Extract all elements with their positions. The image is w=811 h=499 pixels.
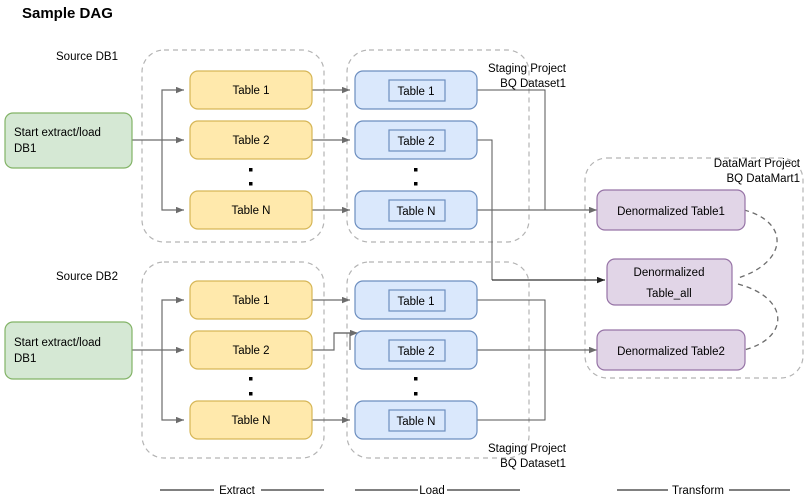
load-group-2-table-n-label: Table N: [397, 416, 436, 428]
edge-start1-to-tableN: [161, 140, 184, 214]
load-group-1-caption-line2: BQ Dataset1: [500, 78, 566, 90]
extract-group-1-table-2-label: Table 2: [232, 135, 269, 147]
load-group-2-table-1[interactable]: Table 1: [354, 280, 478, 320]
denormalized-table-all-line1: Denormalized: [634, 267, 705, 279]
load-group-1-ellipsis-dot-2: [414, 182, 418, 186]
load-group-2-ellipsis-dot-2: [414, 392, 418, 396]
extract-group-1-table-n[interactable]: Table N: [189, 190, 313, 230]
start-node-db1-top-line2: DB1: [14, 143, 36, 155]
load-group-1-table-1-label: Table 1: [397, 86, 434, 98]
load-group-2-table-n[interactable]: Table N: [354, 400, 478, 440]
source-db1-label: Source DB1: [56, 51, 118, 63]
phase-load: Load: [355, 485, 520, 497]
page-title: Sample DAG: [22, 5, 113, 22]
extract-group-1-table-n-label: Table N: [232, 205, 271, 217]
load-group-1-table-1[interactable]: Table 1: [354, 70, 478, 110]
phase-extract: Extract: [160, 485, 324, 497]
denormalized-table2-label: Denormalized Table2: [617, 346, 725, 358]
extract-group-2-table-1-label: Table 1: [232, 295, 269, 307]
extract-group-1-table-1-label: Table 1: [232, 85, 269, 97]
extract-group-2-table-2[interactable]: Table 2: [189, 330, 313, 370]
load-group-1-table-2[interactable]: Table 2: [354, 120, 478, 160]
extract-group-1-ellipsis-dot-2: [249, 182, 253, 186]
source-db2-label: Source DB2: [56, 271, 118, 283]
edge-e2t2-bend: [312, 332, 351, 351]
extract-group-2-table-n[interactable]: Table N: [189, 400, 313, 440]
phase-transform-label: Transform: [672, 485, 724, 497]
phase-extract-label: Extract: [219, 485, 256, 497]
extract-group-1-container: [141, 49, 325, 243]
denormalized-table2-node[interactable]: Denormalized Table2: [596, 329, 746, 371]
load-group-1-table-n[interactable]: Table N: [354, 190, 478, 230]
edge-denorm-table1-to-all: [737, 209, 778, 279]
extract-group-2-table-2-label: Table 2: [232, 345, 269, 357]
load-group-1-table-2-label: Table 2: [397, 136, 434, 148]
load-group-1-caption-line1: Staging Project: [488, 63, 567, 75]
datamart-container: [584, 157, 804, 379]
load-group-2-caption-line1: Staging Project: [488, 443, 567, 455]
edge-start2-to-tableN: [161, 350, 184, 424]
start-node-db1-bottom-line1: Start extract/load: [14, 337, 101, 349]
start-node-db1-bottom[interactable]: Start extract/load DB1: [4, 321, 133, 380]
extract-group-1-table-1[interactable]: Table 1: [189, 70, 313, 110]
denormalized-table-all-line2: Table_all: [646, 288, 691, 300]
datamart-caption-line2: BQ DataMart1: [727, 173, 801, 185]
edge-l1t1-bracket: [477, 89, 546, 210]
extract-group-1-table-2[interactable]: Table 2: [189, 120, 313, 160]
edge-start1-to-table1: [161, 86, 184, 140]
extract-group-1-ellipsis-dot-1: [249, 168, 253, 172]
extract-group-2-ellipsis-dot-1: [249, 377, 253, 381]
extract-group-2-table-n-label: Table N: [232, 415, 271, 427]
load-group-1-container: [346, 49, 530, 243]
edge-l1t2-bracket: [477, 139, 493, 280]
load-group-2-ellipsis-dot-1: [414, 377, 418, 381]
denormalized-table-all-node[interactable]: Denormalized Table_all: [606, 258, 733, 306]
start-node-db1-top[interactable]: Start extract/load DB1: [4, 112, 133, 169]
load-group-1-ellipsis-dot-1: [414, 168, 418, 172]
extract-group-2-container: [141, 261, 325, 459]
load-group-1-table-n-label: Table N: [397, 206, 436, 218]
load-group-2-table-2-label: Table 2: [397, 346, 434, 358]
denormalized-table1-label: Denormalized Table1: [617, 206, 725, 218]
extract-group-2-table-1[interactable]: Table 1: [189, 280, 313, 320]
phase-load-label: Load: [419, 485, 445, 497]
edge-l2-bracket: [477, 299, 546, 421]
load-group-2-caption-line2: BQ Dataset1: [500, 458, 566, 470]
edge-denorm-table2-to-all: [737, 283, 779, 351]
phase-transform: Transform: [617, 485, 790, 497]
load-group-2-container: [346, 261, 530, 459]
start-node-db1-top-line1: Start extract/load: [14, 127, 101, 139]
extract-group-2-ellipsis-dot-2: [249, 392, 253, 396]
load-group-2-table-2[interactable]: Table 2: [354, 330, 478, 370]
datamart-caption-line1: DataMart Project: [714, 158, 801, 170]
edge-start2-to-table1: [161, 296, 184, 350]
start-node-db1-bottom-line2: DB1: [14, 353, 36, 365]
denormalized-table1-node[interactable]: Denormalized Table1: [596, 189, 746, 231]
load-group-2-table-1-label: Table 1: [397, 296, 434, 308]
